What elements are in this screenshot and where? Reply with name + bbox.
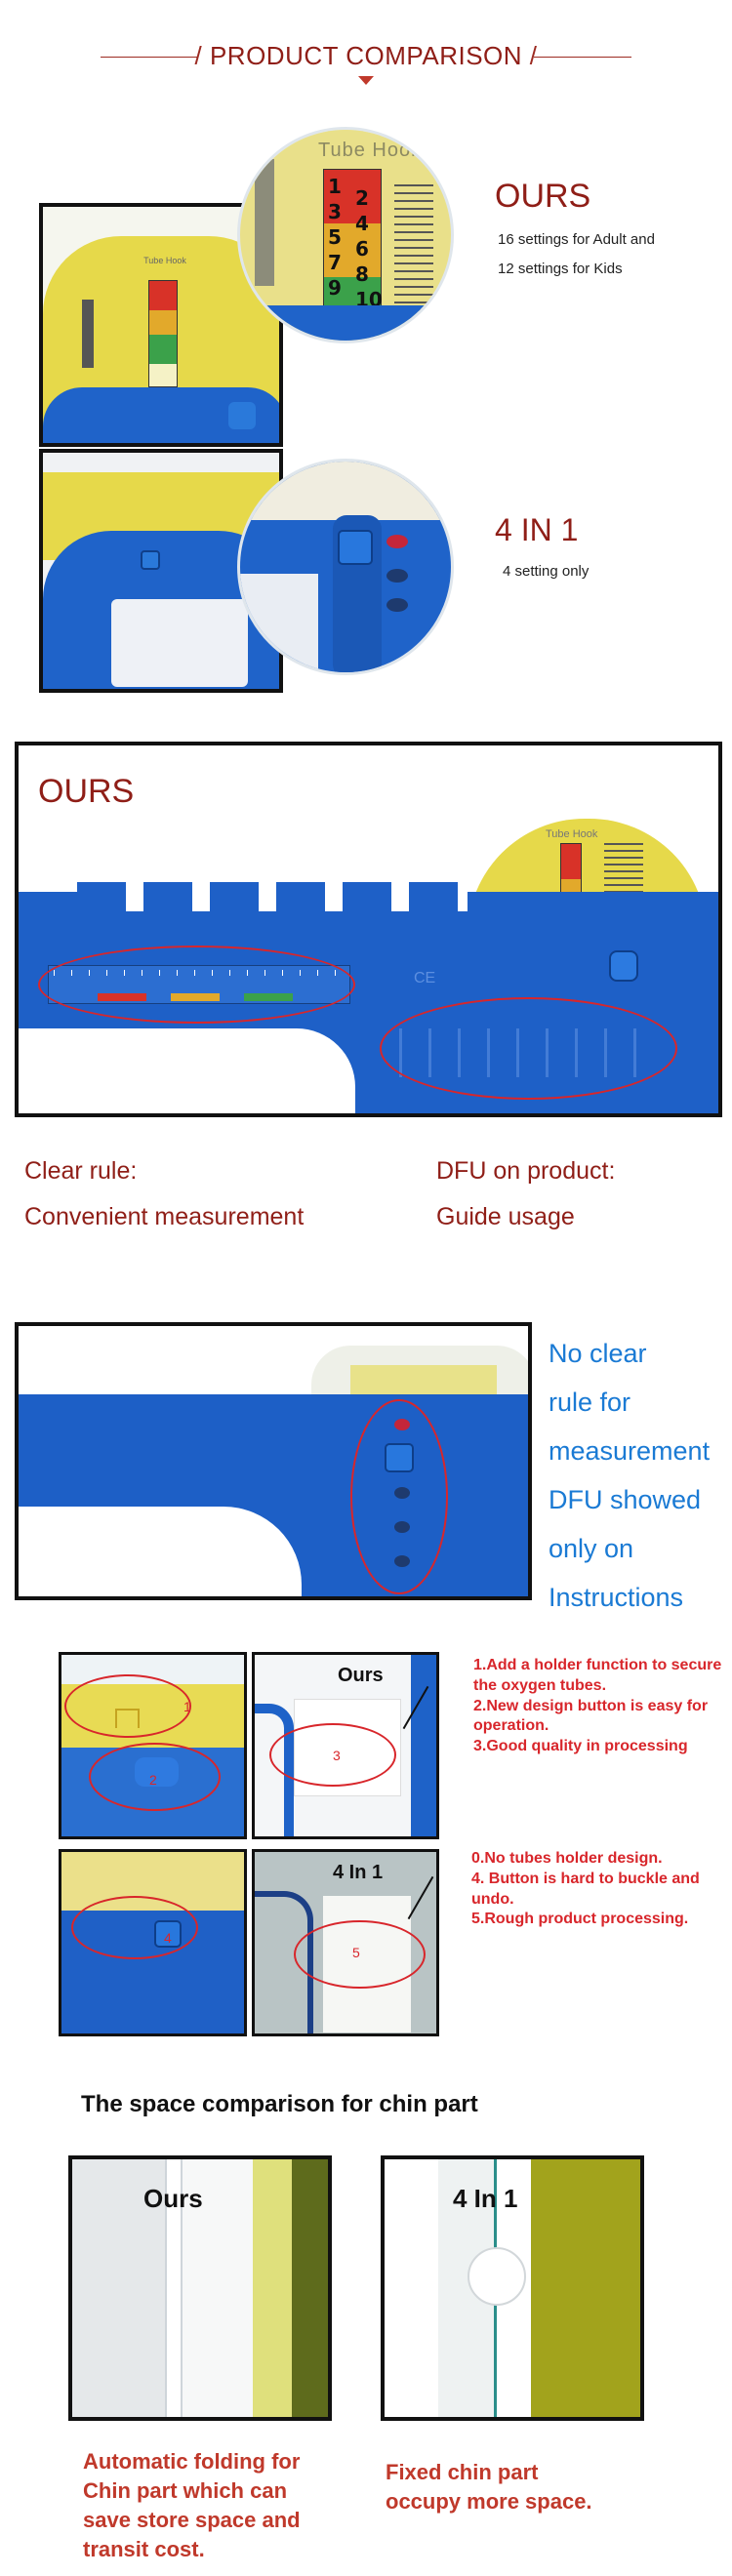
ours-ruler-magnifier: Tube Hook 1 3 5 7 9 11 2 4 6 8 10 12 xyxy=(237,127,454,343)
header-title-wrap: / PRODUCT COMPARISON / xyxy=(194,41,538,70)
tube-hook-label: Tube Hook xyxy=(143,256,186,265)
ours-pad-photo: Ours 3 xyxy=(252,1652,439,1839)
four-in-one-desc: 4 setting only xyxy=(503,563,590,580)
magnified-blue-base xyxy=(240,305,451,341)
four-chin-label: 4 In 1 xyxy=(453,2184,518,2213)
header-rule-right xyxy=(534,57,631,58)
four-ellipse-4 xyxy=(71,1896,198,1959)
tag-2: 2 xyxy=(149,1772,157,1788)
four-in-one-full-photo xyxy=(15,1322,532,1600)
tag-5: 5 xyxy=(352,1945,360,1960)
four-ellipse-5 xyxy=(294,1920,426,1989)
header-down-arrow-icon xyxy=(358,76,374,85)
tag-4: 4 xyxy=(164,1930,172,1946)
four-point-0: 0.No tubes holder design. xyxy=(471,1850,663,1867)
guide-usage-label: Guide usage xyxy=(436,1203,575,1230)
four-feature-list: 0.No tubes holder design. 4. Button is h… xyxy=(471,1849,720,1930)
cutout-left xyxy=(19,1507,302,1596)
ours-point-2: 2.New design button is easy for operatio… xyxy=(473,1697,709,1735)
scale-ellipse xyxy=(38,946,355,1024)
header-rule-left xyxy=(101,57,198,58)
four-label: 4 In 1 xyxy=(333,1862,384,1883)
ours-feature-list: 1.Add a holder function to secure the ox… xyxy=(473,1656,722,1757)
tick-marks xyxy=(394,179,433,325)
ours-full-photo: OURS Tube Hook CE xyxy=(15,742,722,1117)
holes-ellipse xyxy=(350,1399,448,1594)
cutout xyxy=(19,1028,355,1113)
ours-chin-photo: Ours xyxy=(68,2155,332,2421)
ours-ellipse-1 xyxy=(64,1674,191,1738)
page-title: PRODUCT COMPARISON xyxy=(209,41,523,70)
four-point-5: 5.Rough product processing. xyxy=(471,1911,689,1928)
ours-chin-label: Ours xyxy=(143,2184,203,2213)
clear-rule-label: Clear rule: xyxy=(24,1157,138,1185)
tube-hook-label-2: Tube Hook xyxy=(546,828,598,840)
tag-1: 1 xyxy=(183,1699,191,1714)
convenient-measurement-label: Convenient measurement xyxy=(24,1203,305,1230)
dark-slot xyxy=(82,300,94,368)
ce-mark: CE xyxy=(414,970,436,986)
ours-ellipse-2 xyxy=(89,1743,221,1811)
ours-title: OURS xyxy=(495,178,591,215)
four-in-one-holder-photo: 4 xyxy=(59,1849,247,2036)
magnified-tube-hook-label: Tube Hook xyxy=(318,140,423,161)
four-in-one-chin-photo: 4 In 1 xyxy=(381,2155,644,2421)
four-point-4: 4. Button is hard to buckle and undo. xyxy=(471,1870,700,1908)
ours-holder-photo: 1 2 xyxy=(59,1652,247,1839)
four-in-one-magnifier xyxy=(237,459,454,675)
blue-notches xyxy=(77,882,468,911)
no-clear-rule-text: No clear rule for measurement DFU showed… xyxy=(549,1339,711,1612)
four-in-one-pad-photo: 4 In 1 5 xyxy=(252,1849,439,2036)
ours-ellipse-3 xyxy=(269,1723,396,1787)
ours-point-1: 1.Add a holder function to secure the ox… xyxy=(473,1657,722,1694)
tag-3: 3 xyxy=(333,1748,341,1763)
four-chin-caption: Fixed chin part occupy more space. xyxy=(386,2460,592,2514)
dfu-ellipse xyxy=(380,997,677,1100)
four-in-one-title: 4 IN 1 xyxy=(495,512,579,547)
ours-point-3: 3.Good quality in processing xyxy=(473,1738,688,1755)
blue-knob xyxy=(609,950,638,982)
ours-label: Ours xyxy=(338,1665,384,1686)
ruler-strip-small xyxy=(148,280,178,387)
ours-big-title: OURS xyxy=(38,773,135,810)
ours-desc-line2: 12 settings for Kids xyxy=(498,261,623,277)
ours-chin-caption: Automatic folding for Chin part which ca… xyxy=(83,2449,301,2561)
ours-ruler-photo: Tube Hook xyxy=(39,203,283,447)
ours-desc-line1: 16 settings for Adult and xyxy=(498,231,655,248)
button-knob xyxy=(228,402,256,429)
white-pad xyxy=(111,599,248,687)
dfu-on-product-label: DFU on product: xyxy=(436,1157,616,1185)
chin-section-title: The space comparison for chin part xyxy=(81,2091,478,2117)
